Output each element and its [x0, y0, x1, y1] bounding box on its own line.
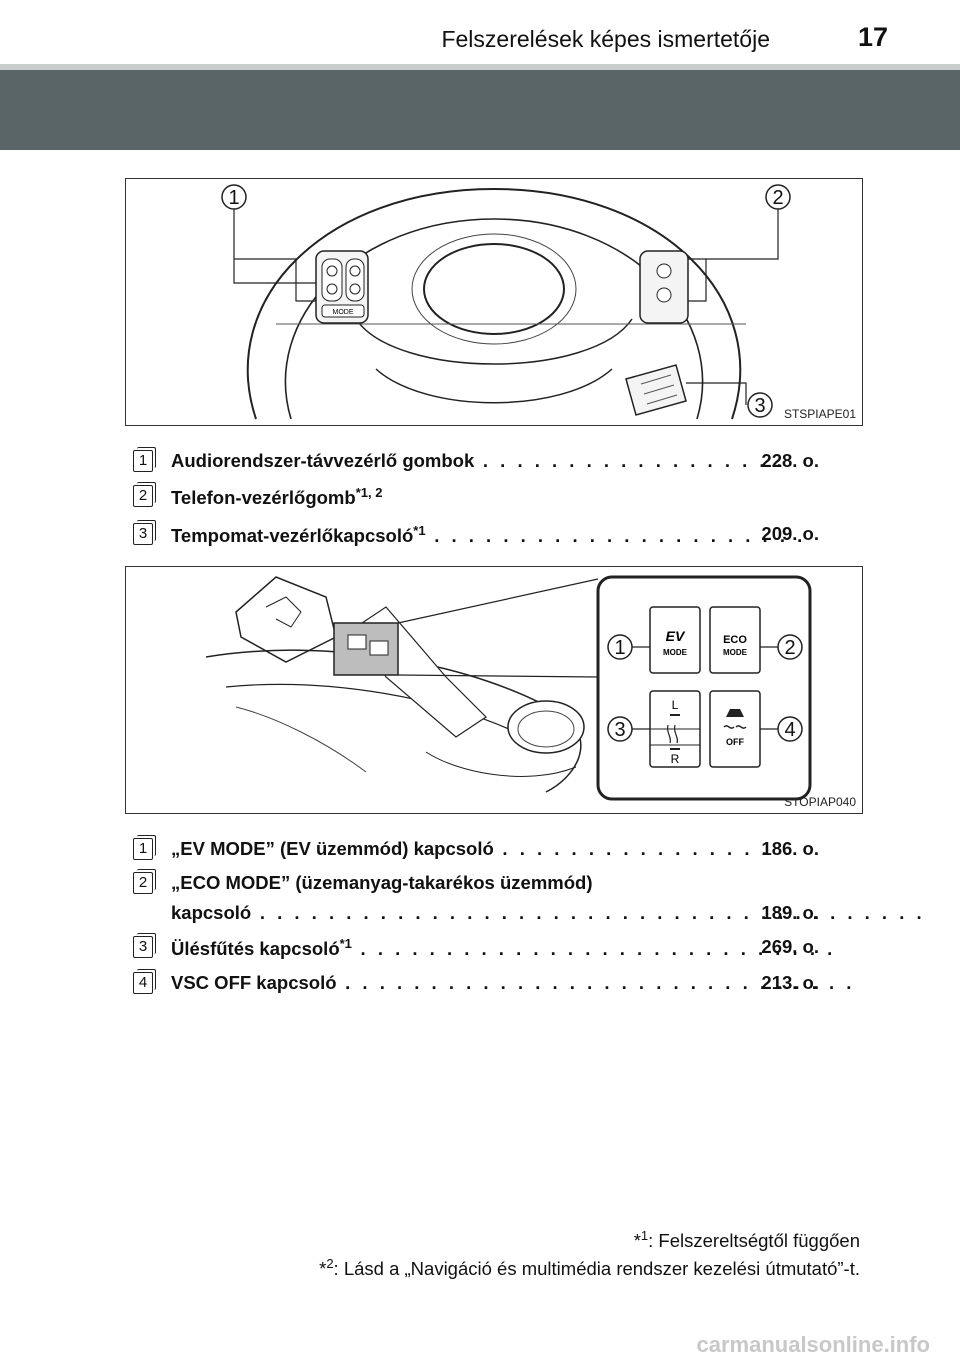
- svg-text:ECO: ECO: [723, 634, 747, 646]
- item-number: 1: [133, 447, 156, 472]
- page-header: Felszerelések képes ismertetője 17: [0, 0, 960, 70]
- item-leader: . . . . . . . . . . . . . . . . . .: [474, 450, 786, 471]
- item-footnote-mark: *1: [339, 936, 352, 951]
- item-label: Audiorendszer-távvezérlő gombok: [171, 450, 475, 471]
- item-leader: . . . . . . . . . . . . . . . . . . . . …: [336, 972, 855, 993]
- item-label: VSC OFF kapcsoló: [171, 972, 337, 993]
- svg-text:MODE: MODE: [663, 648, 688, 657]
- seat-heater-button: L R: [649, 690, 701, 768]
- callout-1: 1: [607, 634, 633, 660]
- steering-wheel-figure: MODE 1 2 3: [125, 178, 863, 426]
- center-console-figure: EV MODE ECO MODE L R OFF: [125, 566, 863, 814]
- svg-text:2: 2: [772, 187, 783, 209]
- item-label: „ECO MODE” (üzemanyag-takarékos üzemmód): [171, 872, 593, 893]
- item-label: „EV MODE” (EV üzemmód) kapcsoló: [171, 838, 494, 859]
- item-footnote-mark: *1, 2: [355, 485, 383, 500]
- page-header-title: Felszerelések képes ismertetője: [441, 26, 770, 52]
- item-label: Telefon-vezérlőgomb: [171, 487, 356, 509]
- item-number: 2: [133, 869, 156, 894]
- mode-button-label: MODE: [333, 309, 354, 316]
- eco-mode-button: ECO MODE: [709, 606, 761, 674]
- svg-text:MODE: MODE: [723, 648, 748, 657]
- item-label: kapcsoló: [171, 902, 252, 923]
- item-page-ref: 213. o.: [761, 972, 819, 993]
- callout-3: 3: [747, 392, 773, 418]
- figure-code: STOPIAP040: [784, 795, 856, 809]
- svg-text:1: 1: [614, 637, 625, 659]
- item-label: Ülésfűtés kapcsoló: [171, 938, 340, 960]
- svg-text:2: 2: [784, 637, 795, 659]
- ev-mode-button: EV MODE: [649, 606, 701, 674]
- item-page-ref: 228. o.: [761, 450, 819, 471]
- svg-text:EV: EV: [666, 628, 686, 644]
- center-console-illustration: EV MODE ECO MODE L R OFF: [205, 575, 812, 801]
- callout-1: 1: [221, 184, 247, 210]
- footnote: *2: Lásd a „Navigáció és multimédia rend…: [319, 1256, 860, 1280]
- item-number: 4: [133, 969, 156, 994]
- item-page-ref: 209. o.: [761, 523, 819, 544]
- watermark: carmanualsonline.info: [696, 1332, 931, 1357]
- item-number: 1: [133, 835, 156, 860]
- figure-code: STSPIAPE01: [783, 407, 856, 421]
- steering-wheel-illustration: MODE 1 2 3: [221, 184, 791, 420]
- section-band: [0, 70, 960, 150]
- vsc-off-button: OFF: [709, 690, 761, 768]
- item-page-ref: 269. o.: [761, 936, 819, 957]
- item-page-ref: 186. o.: [761, 838, 819, 859]
- cruise-control-lever: [625, 364, 687, 416]
- callout-3: 3: [607, 716, 633, 742]
- item-leader: . . . . . . . . . . . . . . . . . . . . …: [251, 902, 926, 923]
- svg-text:L: L: [672, 698, 679, 712]
- page-number: 17: [857, 22, 888, 52]
- svg-text:R: R: [671, 752, 680, 766]
- svg-text:4: 4: [784, 719, 795, 741]
- item-number: 2: [133, 482, 156, 507]
- item-leader: . . . . . . . . . . . . . . . . . . . . …: [351, 938, 836, 960]
- callout-2: 2: [777, 634, 803, 660]
- svg-text:3: 3: [614, 719, 625, 741]
- telephone-switch-pad: [639, 250, 689, 324]
- item-label: Tempomat-vezérlőkapcsoló: [171, 525, 414, 547]
- footnote: *1: Felszereltségtől függően: [633, 1228, 860, 1252]
- callout-4: 4: [777, 716, 803, 742]
- switch-panel-inset: [596, 575, 812, 801]
- audio-remote-switch-pad: MODE: [315, 250, 369, 324]
- item-leader: . . . . . . . . . . . . . . . .: [493, 838, 771, 859]
- item-page-ref: 189. o.: [761, 902, 819, 923]
- item-footnote-mark: *1: [413, 523, 426, 538]
- svg-text:1: 1: [228, 187, 239, 209]
- svg-text:3: 3: [754, 395, 765, 417]
- callout-2: 2: [765, 184, 791, 210]
- svg-text:OFF: OFF: [726, 737, 744, 747]
- item-leader: . . . . . . . . . . . . . . . . . . . . …: [425, 525, 806, 547]
- item-number: 3: [133, 933, 156, 958]
- item-number: 3: [133, 520, 156, 545]
